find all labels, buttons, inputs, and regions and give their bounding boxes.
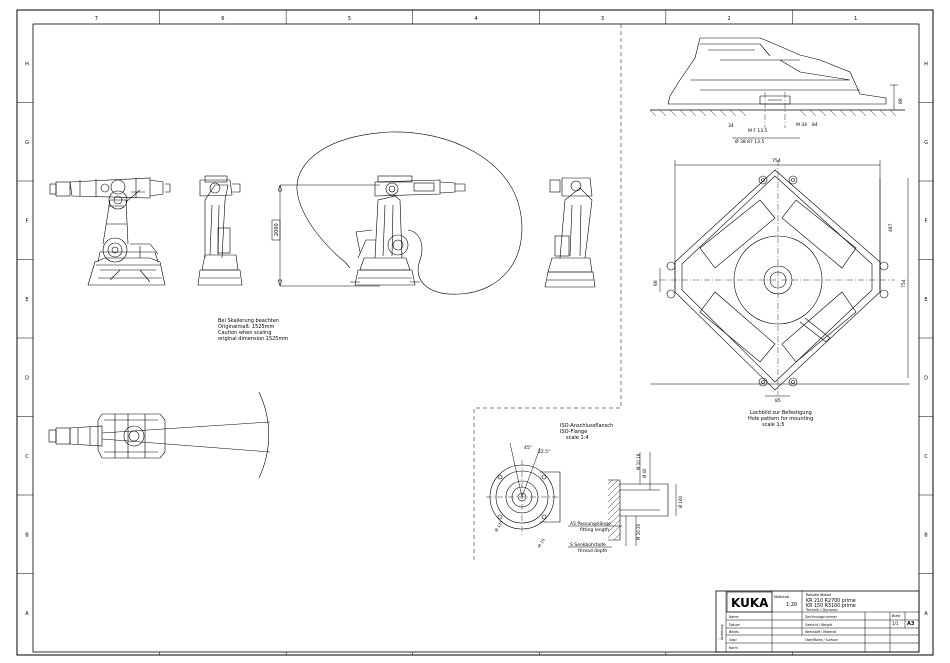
arm-extent-value: 2000	[274, 223, 280, 236]
robot-title-3: Technik / Dynamic	[805, 608, 838, 612]
flange-title-3: scale 1:4	[566, 435, 589, 441]
zone-number: 6	[221, 16, 224, 22]
flange-d2: M 10	[537, 537, 546, 548]
zone-number: 1	[854, 16, 857, 22]
tb-left-3: Bearb.	[729, 630, 739, 634]
section-divider	[473, 24, 622, 560]
base-hole-spec: M F 13.5	[748, 128, 767, 134]
title-block: KUKA Roboter/Robot KR 210 R2700 prime KR…	[715, 590, 920, 653]
base-small-dim: 84	[812, 122, 818, 128]
zone-letter: B	[25, 532, 29, 538]
robot-front-view	[197, 175, 243, 286]
base-left-dim-top: 68	[653, 280, 659, 286]
base-bottom-dim-top: 85	[775, 398, 781, 404]
flange-h2: M 10 20	[636, 523, 641, 540]
inner-frame	[32, 23, 920, 653]
zone-letter: H	[924, 61, 928, 67]
robot-title-2: KR 150 R3100 prime	[806, 603, 856, 609]
robot-back-view	[544, 177, 596, 288]
robot-title-header: Roboter/Robot	[806, 593, 832, 597]
base-side-view: 88 34 M F 13.5 M 34 84 Ø 38 87 13.5	[649, 37, 905, 145]
zone-letter: D	[25, 375, 29, 381]
tb-row-3: Werkstoff / Material	[805, 630, 836, 634]
zone-letter: A	[25, 611, 29, 617]
tb-row-1: Zeichnungsnummer	[805, 615, 838, 619]
base-width-dim: 754	[772, 158, 781, 164]
zone-letter: C	[924, 454, 928, 460]
revision-label: Änderung	[719, 624, 724, 640]
border-zones: 7 6 5 4 3 2 1H H G G F F E E D D C C B B A A	[17, 10, 933, 655]
base-left-dim: 34	[728, 123, 734, 129]
flange-note-1-de: A5 Passungslänge	[570, 521, 611, 527]
tb-row-4: Oberfläche / Surface	[805, 638, 838, 642]
base-height-dim: 88	[898, 98, 904, 104]
scale-note: Bei Skalierung beachten Originalmaß: 152…	[218, 318, 288, 342]
sheet-value: 1/1	[892, 621, 899, 626]
robot-title-1: KR 210 R2700 prime	[806, 598, 856, 604]
robot-top-view	[48, 391, 271, 479]
kuka-logo: KUKA	[731, 596, 769, 610]
zone-letter: A	[924, 611, 928, 617]
zone-number: 2	[728, 16, 731, 22]
base-caption-line-2: Hole pattern for mounting	[748, 416, 813, 422]
tb-left-5: Norm	[729, 646, 738, 650]
work-envelope-view	[296, 131, 523, 295]
flange-angle2: 22.5°	[538, 449, 550, 455]
iso-flange-view: ISO-Anschlussflansch ISO-Flange scale 1:…	[486, 423, 683, 554]
zone-letter: B	[924, 532, 928, 538]
flange-angle: 45°	[524, 445, 532, 451]
base-height1-dim: 487	[888, 223, 894, 232]
base-top-view: 754 487 754 68 85 Lochbild zur Befestigu…	[650, 158, 910, 428]
flange-title-2: ISO-Flange	[560, 429, 587, 435]
scale-value: 1:20	[786, 602, 797, 608]
tb-left-4: Gepr.	[729, 638, 737, 642]
zone-letter: D	[924, 375, 928, 381]
flange-d3: Ø 40	[642, 468, 647, 478]
scale-note-line-3: Caution when scaling	[218, 330, 272, 336]
zone-letter: E	[25, 297, 28, 303]
flange-note-2-de: S Senkbohrtiefe	[570, 542, 606, 548]
flange-h1: M 10 18	[636, 453, 641, 470]
base-caption-line-3: scale 1:5	[762, 422, 785, 428]
base-bottom-dim: Ø 38 87 13.5	[735, 138, 764, 145]
zone-letter: F	[925, 218, 928, 224]
base-caption-line-1: Lochbild zur Befestigung	[750, 410, 812, 416]
zone-letter: H	[25, 61, 29, 67]
zone-letter: E	[924, 297, 927, 303]
zone-letter: G	[25, 140, 29, 146]
tb-row-2: Gewicht / Weight	[805, 623, 833, 627]
zone-number: 3	[601, 16, 604, 22]
scale-label: Maßstab	[774, 595, 790, 599]
zone-number: 5	[348, 16, 351, 22]
zone-letter: G	[924, 140, 928, 146]
zone-number: 4	[474, 16, 477, 22]
outer-frame	[16, 9, 934, 656]
scale-note-line-4: original dimension 1525mm	[218, 336, 288, 342]
sheet-label: Blatt	[892, 614, 901, 618]
base-right-dim: M 34	[796, 122, 807, 128]
zone-letter: F	[26, 218, 29, 224]
arm-extent-dimension: 2000	[271, 184, 380, 287]
robot-side-view-1	[49, 177, 171, 286]
zone-letter: C	[25, 454, 29, 460]
scale-note-line-2: Originalmaß: 1525mm	[218, 324, 275, 330]
flange-d1: Ø 125	[494, 519, 505, 532]
flange-note-1-en: fitting length	[580, 527, 609, 533]
flange-d4: Ø 160	[678, 495, 683, 508]
tb-left-2: Datum	[729, 623, 740, 627]
format-value: A3	[907, 621, 915, 627]
flange-note-2-en: thread depth	[578, 548, 607, 554]
tb-left-1: Name	[729, 615, 738, 619]
flange-title-1: ISO-Anschlussflansch	[560, 423, 613, 429]
scale-note-line-1: Bei Skalierung beachten	[218, 318, 279, 324]
base-height2-dim: 754	[901, 279, 907, 288]
zone-number: 7	[95, 16, 98, 22]
